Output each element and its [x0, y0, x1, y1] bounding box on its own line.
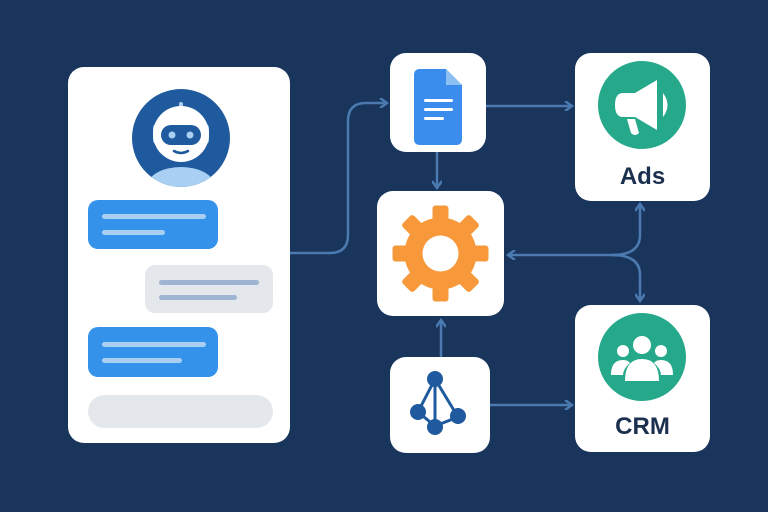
users-group-icon [598, 313, 686, 401]
network-node [390, 357, 490, 453]
document-icon [414, 69, 462, 145]
crm-label: CRM [615, 413, 670, 440]
megaphone-icon [598, 61, 686, 149]
gear-icon [392, 205, 489, 302]
crm-node: CRM [575, 305, 710, 452]
ads-node: Ads [575, 53, 710, 201]
network-graph-icon [410, 371, 466, 435]
bot-message-bubble [88, 327, 218, 377]
automation-gear-node [377, 191, 504, 316]
hub-to-crm-arrow [611, 253, 640, 301]
chat-to-document-arrow [290, 103, 387, 255]
robot-avatar-icon [132, 89, 230, 187]
bot-message-bubble [88, 200, 218, 249]
chatbot-panel [68, 67, 290, 443]
document-node [390, 53, 486, 152]
chat-input[interactable] [88, 395, 273, 428]
user-message-bubble [145, 265, 273, 313]
hub-to-ads-arrow [611, 204, 640, 257]
ads-label: Ads [619, 163, 666, 190]
